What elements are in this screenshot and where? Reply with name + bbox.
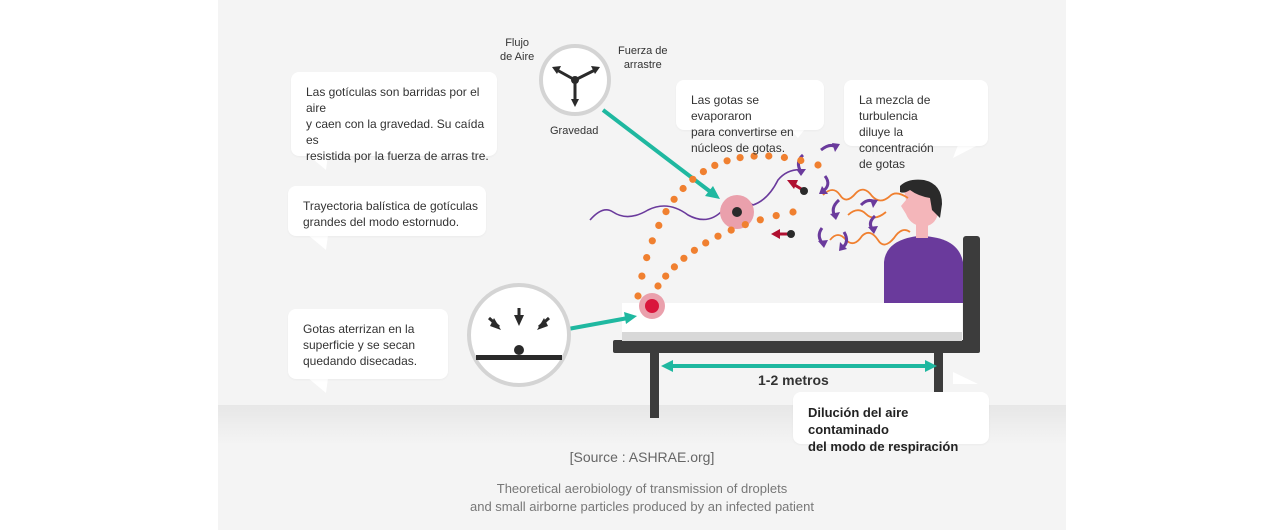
bubble-swept-droplets: Las gotículas son barridas por el aire y… (291, 72, 497, 163)
bubble-dilution-text: Dilución del aire contaminado del modo d… (808, 405, 959, 454)
bubble-evaporation-text: Las gotas se evaporaron para convertirse… (691, 93, 794, 155)
distance-arrow (661, 360, 937, 372)
trajectory-dot (679, 184, 687, 193)
source-label: [Source : ASHRAE.org] (569, 449, 715, 465)
trajectory-dot (690, 246, 698, 254)
landing-droplet-core (645, 299, 659, 313)
trajectory-dot (727, 226, 735, 234)
trajectory-dot (789, 208, 797, 216)
trajectory-dot (680, 254, 688, 262)
trajectory-dot (736, 154, 744, 162)
trajectory-dot (772, 212, 780, 220)
trajectory-dot (634, 292, 642, 300)
trajectory-dot (750, 152, 758, 160)
trajectory-dot (714, 232, 722, 240)
trajectory-dot (756, 216, 764, 224)
bubble-evaporation: Las gotas se evaporaron para convertirse… (676, 80, 824, 155)
trajectory-dot (797, 156, 805, 165)
bubble-ballistic-trajectory: Trayectoria balística de gotículas grand… (288, 186, 486, 236)
bubble-turbulence: La mezcla de turbulencia diluye la conce… (844, 80, 988, 171)
trajectory-dot (654, 282, 662, 290)
trajectory-dot (702, 239, 710, 247)
bubble-landing: Gotas aterrizan en la superficie y se se… (288, 309, 448, 379)
turbulence-squiggles (822, 188, 911, 246)
droplet-trajectories (634, 152, 822, 300)
trajectory-dot (723, 157, 731, 165)
trajectory-dot (670, 263, 678, 271)
patient-figure (884, 179, 963, 303)
landing-droplet-icon (467, 283, 571, 387)
trajectory-dot (670, 195, 678, 203)
drag-arrows (771, 180, 808, 239)
trajectory-dot (711, 161, 719, 169)
swirl-arrowheads (796, 143, 878, 251)
hospital-bed (613, 236, 980, 418)
trajectory-dot (643, 254, 651, 262)
bubble-tails (308, 125, 978, 393)
figure-caption: Theoretical aerobiology of transmission … (470, 481, 814, 514)
infographic-panel: Las gotículas son barridas por el aire y… (218, 0, 1066, 530)
trajectory-dot (655, 221, 663, 229)
breath-trail (589, 168, 805, 221)
bubble-dilution: Dilución del aire contaminado del modo d… (793, 392, 989, 454)
bubble-swept-text: Las gotículas son barridas por el aire y… (306, 85, 489, 163)
trajectory-dot (765, 152, 773, 160)
trajectory-dot (648, 237, 656, 245)
droplet-nucleus-core (732, 207, 742, 217)
trajectory-dot (699, 168, 707, 176)
force-vector-icon (539, 44, 611, 116)
transmission-diagram (308, 44, 980, 418)
label-drag-force: Fuerza de arrastre (618, 45, 668, 71)
trajectory-dot (662, 208, 670, 216)
label-gravity: Gravedad (550, 125, 599, 137)
bubble-ballistic-text: Trayectoria balística de gotículas grand… (303, 199, 478, 229)
trajectory-dot (741, 221, 749, 229)
distance-label: 1-2 metros (758, 372, 829, 388)
trajectory-dot (638, 272, 646, 280)
trajectory-dot (780, 153, 789, 162)
label-airflow: Flujo de Aire (500, 37, 535, 63)
trajectory-dot (814, 161, 822, 169)
trajectory-dot (662, 272, 670, 280)
bubble-turbulence-text: La mezcla de turbulencia diluye la conce… (859, 93, 934, 171)
bubble-landing-text: Gotas aterrizan en la superficie y se se… (303, 322, 418, 368)
trajectory-dot (689, 175, 697, 183)
